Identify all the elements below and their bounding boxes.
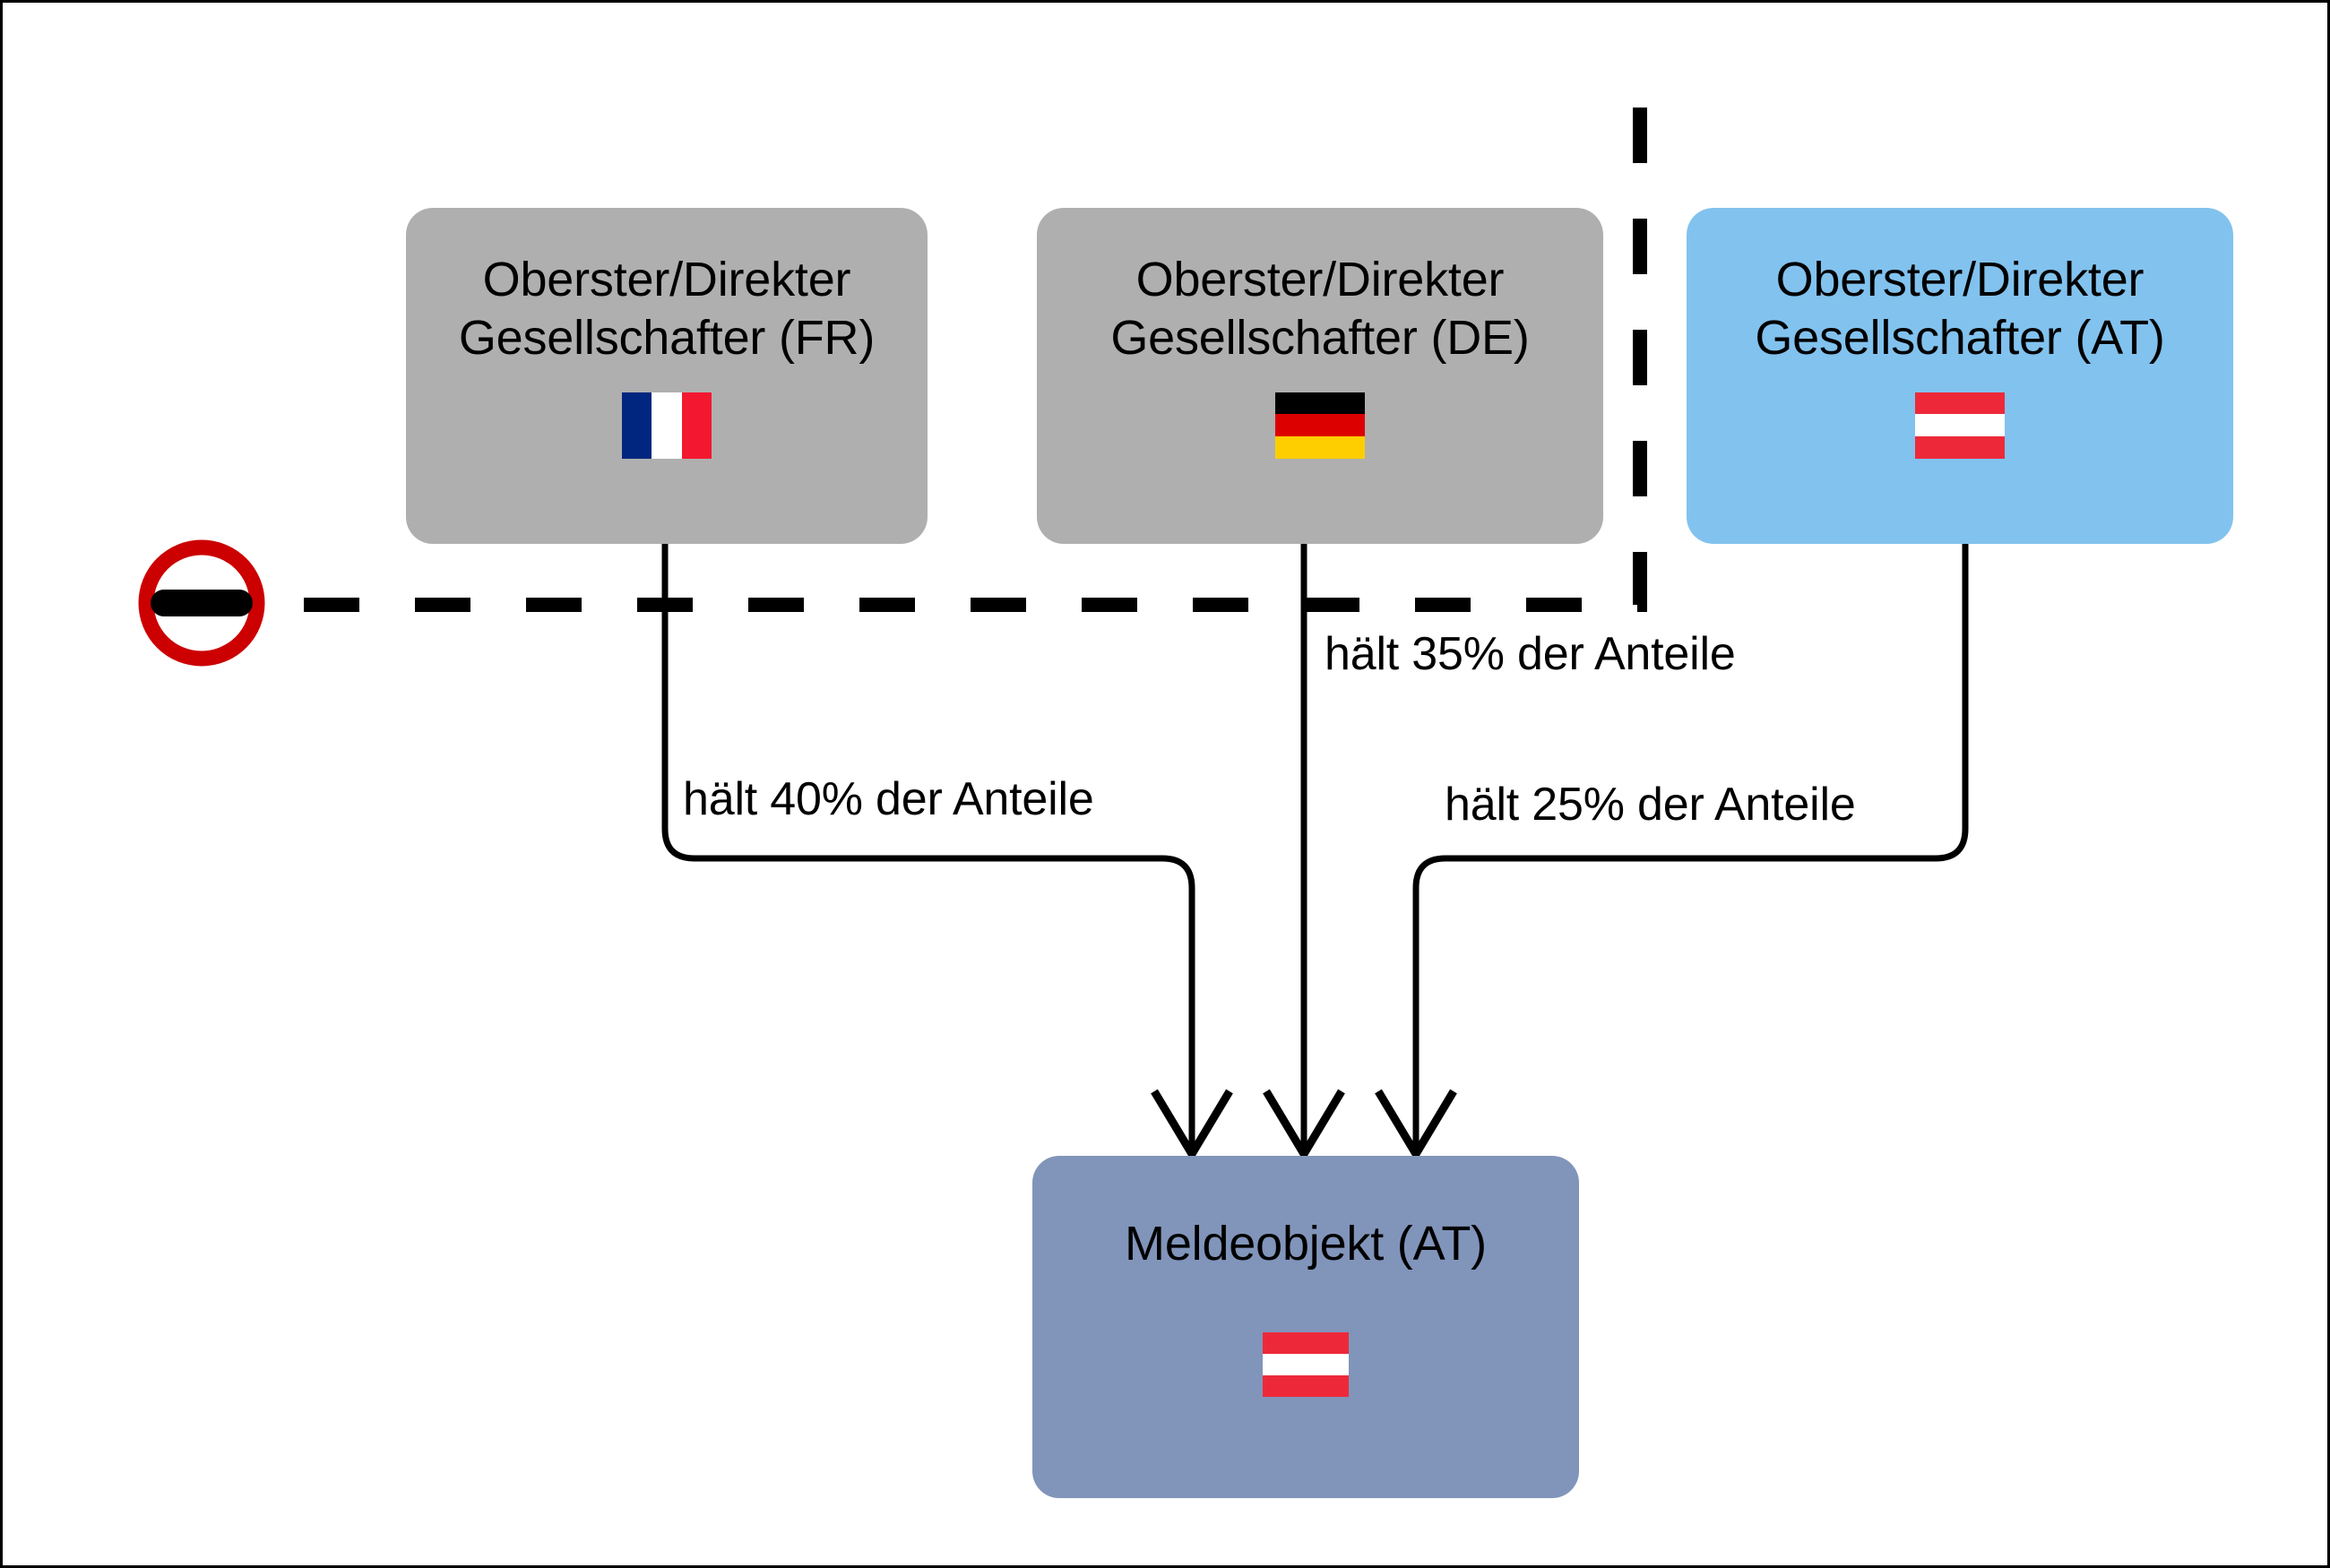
edge-at-arrowhead: [1375, 1089, 1457, 1162]
flag-germany-icon: [1275, 392, 1365, 459]
flag-austria-icon: [1915, 392, 2005, 459]
edge-fr-path: [661, 544, 1195, 1154]
node-shareholder-de-label: Oberster/Direkter Gesellschafter (DE): [1110, 253, 1530, 365]
node-shareholder-fr-label: Oberster/Direkter Gesellschafter (FR): [458, 253, 876, 365]
node-shareholder-de[interactable]: Oberster/Direkter Gesellschafter (DE): [1037, 208, 1603, 544]
node-shareholder-fr[interactable]: Oberster/Direkter Gesellschafter (FR): [406, 208, 928, 544]
edge-at-label: hält 25% der Anteile: [1445, 779, 1856, 831]
edge-at-path: [1412, 544, 1969, 1154]
jurisdiction-boundary-dashed-line: [161, 108, 1647, 612]
node-reporting-entity[interactable]: Meldeobjekt (AT): [1032, 1156, 1579, 1498]
edge-fr-label: hält 40% der Anteile: [683, 773, 1094, 825]
edge-fr-arrowhead: [1151, 1089, 1233, 1162]
no-entry-icon: [138, 539, 265, 667]
flag-france-icon: [622, 392, 712, 459]
node-shareholder-at[interactable]: Oberster/Direkter Gesellschafter (AT): [1687, 208, 2233, 544]
flag-austria-icon: [1263, 1331, 1349, 1397]
node-shareholder-at-label: Oberster/Direkter Gesellschafter (AT): [1755, 253, 2165, 365]
node-reporting-entity-label: Meldeobjekt (AT): [1125, 1217, 1487, 1271]
edge-de-arrowhead: [1263, 1089, 1345, 1162]
edge-de-label: hält 35% der Anteile: [1325, 628, 1736, 680]
